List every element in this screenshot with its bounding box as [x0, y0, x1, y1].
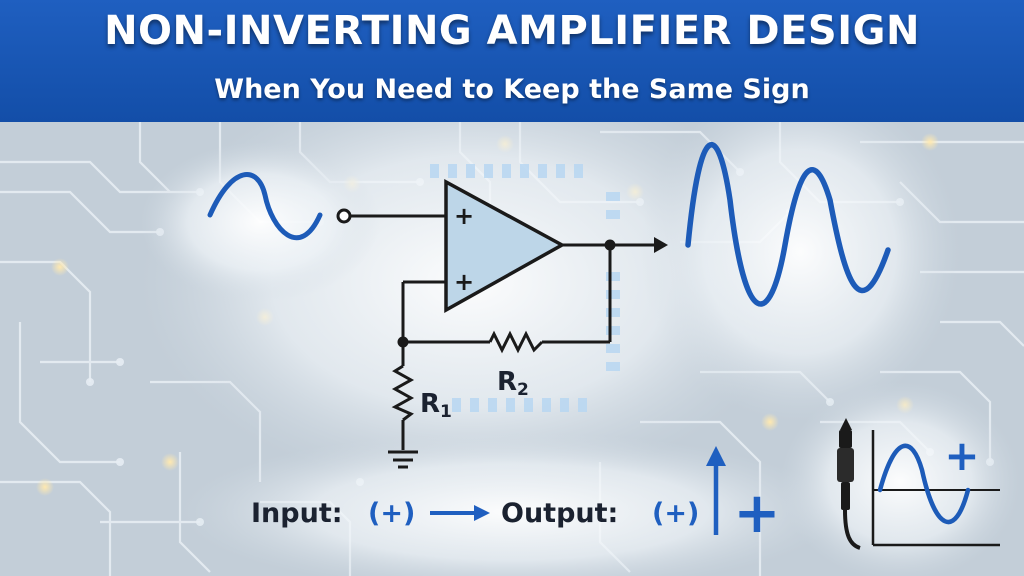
- input-sine-wave: [207, 172, 323, 241]
- page-title: NON-INVERTING AMPLIFIER DESIGN: [104, 8, 920, 54]
- feedback-node: [397, 336, 409, 348]
- op-amp-plus-top: +: [454, 202, 474, 230]
- output-arrow-head: [654, 237, 668, 253]
- input-terminal: [336, 208, 352, 224]
- resistor-r1-label: R1: [420, 389, 452, 422]
- output-label: Output:: [501, 498, 618, 529]
- output-sign: (+): [652, 498, 699, 529]
- op-amp-triangle: [444, 179, 566, 313]
- input-sign: (+): [368, 498, 415, 529]
- output-node: [604, 239, 616, 251]
- page-subtitle: When You Need to Keep the Same Sign: [214, 74, 810, 105]
- circuit-board-background: [0, 122, 1024, 576]
- circuit-wires: [350, 214, 658, 450]
- big-plus-sign: +: [734, 481, 781, 546]
- op-amp-plus-bottom: +: [454, 268, 474, 296]
- resistor-r2: [488, 330, 544, 354]
- input-label: Input:: [251, 498, 343, 529]
- relation-arrow-icon: [430, 505, 490, 521]
- scope-plus-sign: +: [944, 431, 979, 480]
- circuit-traces: [0, 122, 1024, 576]
- output-sine-wave: [685, 142, 891, 307]
- resistor-r2-label: R2: [497, 367, 529, 400]
- title-banner: NON-INVERTING AMPLIFIER DESIGN When You …: [0, 0, 1024, 124]
- resistor-r1: [391, 364, 415, 422]
- ground-icon: [388, 450, 418, 469]
- up-arrow-icon: [706, 446, 726, 535]
- oscilloscope-probe-icon: [837, 418, 861, 550]
- scope-graph: [871, 430, 1000, 547]
- scope-sine-wave: [877, 443, 971, 525]
